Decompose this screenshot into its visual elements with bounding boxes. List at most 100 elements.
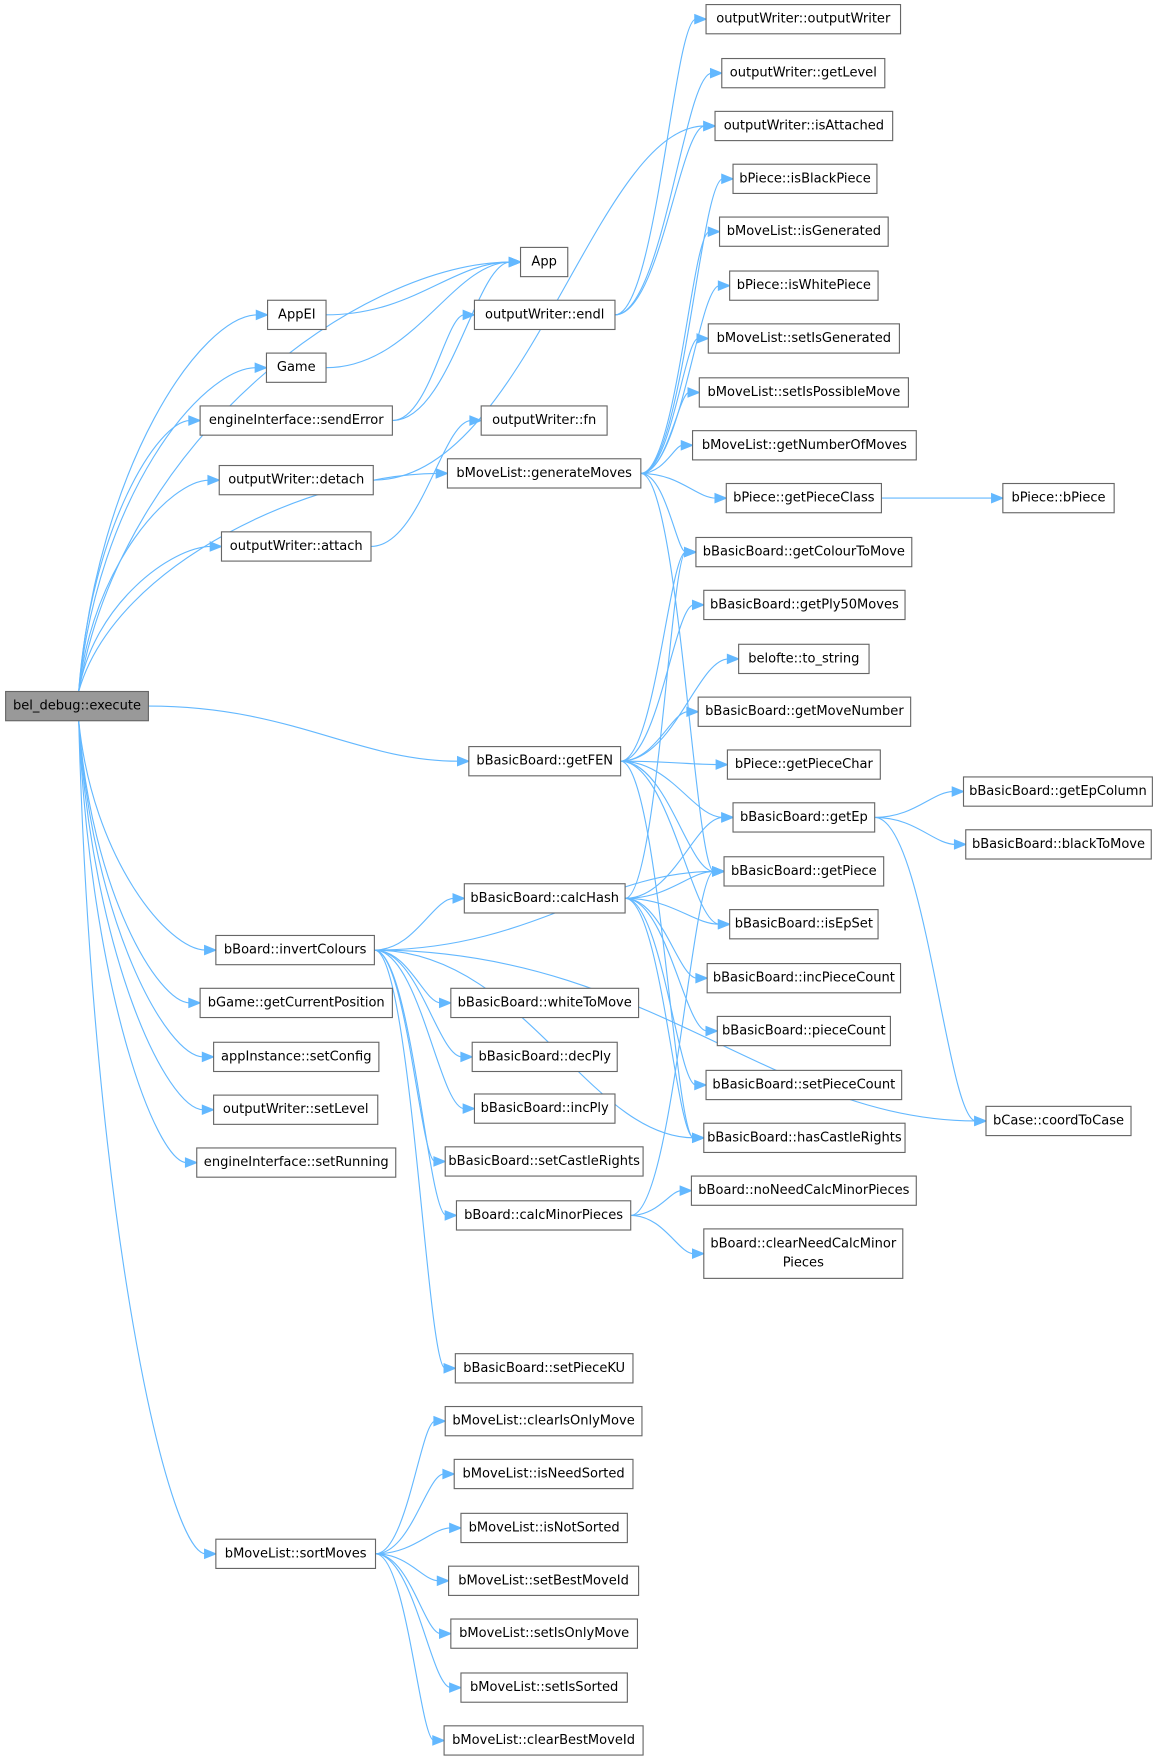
node-get-number-of-moves[interactable]: bMoveList::getNumberOfMoves (691, 430, 917, 461)
node-box (725, 482, 882, 514)
node-sort-moves[interactable]: bMoveList::sortMoves (215, 1538, 377, 1569)
edge-get-fen-to-get-piece (620, 760, 726, 877)
node-app[interactable]: App (519, 246, 569, 278)
edge-sort-moves-to-clear-best-move-id (375, 1553, 446, 1746)
node-b-piece[interactable]: bPiece::bPiece (1002, 482, 1115, 514)
arrowhead-icon (457, 755, 471, 767)
node-execute[interactable]: bel_debug::execute (5, 690, 149, 722)
edge-invert-colours-to-calc-minor-pieces (374, 949, 458, 1221)
node-is-white-piece[interactable]: bPiece::isWhitePiece (729, 270, 879, 301)
edge-line (78, 472, 438, 692)
node-label: outputWriter::getLevel (730, 66, 877, 81)
node-get-current-position[interactable]: bGame::getCurrentPosition (199, 987, 393, 1019)
node-get-piece-char[interactable]: bPiece::getPieceChar (726, 749, 881, 780)
edge-calc-hash-to-is-ep-set (625, 897, 732, 930)
node-clear-best-move-id[interactable]: bMoveList::clearBestMoveId (443, 1725, 644, 1756)
node-generate-moves[interactable]: bMoveList::generateMoves (446, 458, 642, 489)
edge-sort-moves-to-is-not-sorted (375, 1522, 463, 1555)
node-get-colour-to-move[interactable]: bBasicBoard::getColourToMove (695, 536, 913, 568)
node-set-piece-count[interactable]: bBasicBoard::setPieceCount (705, 1069, 903, 1101)
node-piece-count[interactable]: bBasicBoard::pieceCount (716, 1015, 891, 1047)
node-get-ply50-moves[interactable]: bBasicBoard::getPly50Moves (703, 589, 906, 621)
node-get-ep-column[interactable]: bBasicBoard::getEpColumn (962, 776, 1153, 807)
arrowhead-icon (696, 333, 710, 344)
node-is-ep-set[interactable]: bBasicBoard::isEpSet (729, 909, 879, 940)
node-to-string[interactable]: belofte::to_string (738, 643, 870, 675)
node-is-black-piece[interactable]: bPiece::isBlackPiece (732, 163, 878, 195)
node-game[interactable]: Game (265, 352, 327, 383)
node-is-need-sorted[interactable]: bMoveList::isNeedSorted (453, 1458, 634, 1490)
arrowhead-icon (433, 1156, 447, 1167)
node-set-config[interactable]: appInstance::setConfig (213, 1041, 380, 1073)
edge-calc-minor-pieces-to-clear-need-calc-minor-pieces (630, 1214, 706, 1259)
node-is-attached[interactable]: outputWriter::isAttached (714, 110, 894, 142)
node-set-level[interactable]: outputWriter::setLevel (213, 1094, 379, 1125)
edge-line (392, 261, 511, 422)
node-fn[interactable]: outputWriter::fn (480, 405, 608, 436)
edge-calc-hash-to-set-piece-count (625, 897, 708, 1091)
node-get-level[interactable]: outputWriter::getLevel (721, 57, 886, 89)
node-app-ei[interactable]: AppEI (267, 299, 327, 331)
node-label: outputWriter::isAttached (724, 118, 884, 133)
node-no-need-calc-minor-pieces[interactable]: bBoard::noNeedCalcMinorPieces (690, 1175, 917, 1206)
node-calc-hash[interactable]: bBasicBoard::calcHash (463, 883, 626, 914)
node-get-ep[interactable]: bBasicBoard::getEp (732, 802, 876, 833)
node-inc-ply[interactable]: bBasicBoard::incPly (473, 1093, 616, 1124)
node-set-best-move-id[interactable]: bMoveList::setBestMoveId (448, 1565, 640, 1596)
node-set-is-only-move[interactable]: bMoveList::setIsOnlyMove (450, 1618, 639, 1649)
node-set-is-possible-move[interactable]: bMoveList::setIsPossibleMove (698, 377, 909, 408)
arrowhead-icon (254, 362, 268, 374)
node-set-piece-ku[interactable]: bBasicBoard::setPieceKU (454, 1353, 634, 1384)
node-set-castle-rights[interactable]: bBasicBoard::setCastleRights (444, 1146, 644, 1177)
edge-execute-to-sort-moves (78, 720, 218, 1560)
edge-line (78, 419, 191, 692)
edge-attach-to-fn (371, 415, 483, 548)
node-dec-ply[interactable]: bBasicBoard::decPly (471, 1041, 618, 1073)
node-label: bBasicBoard::getEpColumn (969, 784, 1147, 799)
edge-invert-colours-to-calc-hash (374, 893, 466, 951)
node-box (723, 856, 885, 887)
node-invert-colours[interactable]: bBoard::invertColours (215, 934, 375, 966)
node-endl[interactable]: outputWriter::endl (473, 299, 616, 331)
node-white-to-move[interactable]: bBasicBoard::whiteToMove (450, 987, 640, 1019)
edge-invert-colours-to-dec-ply (374, 949, 474, 1063)
node-set-running[interactable]: engineInterface::setRunning (196, 1147, 397, 1178)
edge-line (874, 790, 954, 818)
edge-execute-to-attach (78, 541, 223, 692)
node-set-is-sorted[interactable]: bMoveList::setIsSorted (460, 1672, 628, 1703)
node-output-writer[interactable]: outputWriter::outputWriter (705, 4, 902, 35)
node-clear-is-only-move[interactable]: bMoveList::clearIsOnlyMove (444, 1405, 643, 1437)
node-send-error[interactable]: engineInterface::sendError (199, 405, 393, 436)
node-get-move-number[interactable]: bBasicBoard::getMoveNumber (697, 696, 912, 727)
node-coord-to-case[interactable]: bCase::coordToCase (985, 1105, 1132, 1137)
arrowhead-icon (691, 1248, 706, 1259)
node-set-is-generated[interactable]: bMoveList::setIsGenerated (707, 323, 900, 354)
node-label: bMoveList::setIsGenerated (717, 331, 891, 346)
arrowhead-icon (695, 972, 709, 984)
edge-sort-moves-to-is-need-sorted (375, 1468, 456, 1555)
node-is-generated[interactable]: bMoveList::isGenerated (718, 216, 889, 247)
node-get-fen[interactable]: bBasicBoard::getFEN (468, 746, 622, 777)
node-attach[interactable]: outputWriter::attach (220, 531, 372, 562)
node-box (196, 1147, 397, 1178)
edge-line (620, 551, 687, 762)
node-inc-piece-count[interactable]: bBasicBoard::incPieceCount (706, 963, 902, 994)
edge-line (620, 760, 720, 925)
arrowhead-icon (707, 226, 722, 237)
edge-line (326, 261, 511, 316)
node-is-not-sorted[interactable]: bMoveList::isNotSorted (460, 1512, 628, 1544)
node-get-piece-class[interactable]: bPiece::getPieceClass (725, 482, 882, 514)
node-black-to-move[interactable]: bBasicBoard::blackToMove (965, 829, 1152, 860)
node-has-castle-rights[interactable]: bBasicBoard::hasCastleRights (703, 1122, 906, 1154)
arrowhead-icon (188, 415, 202, 426)
arrowhead-icon (452, 893, 466, 904)
node-label: bBasicBoard::setPieceKU (463, 1361, 625, 1376)
node-detach[interactable]: outputWriter::detach (218, 464, 374, 496)
node-label: Game (277, 360, 316, 375)
node-calc-minor-pieces[interactable]: bBoard::calcMinorPieces (455, 1200, 632, 1231)
arrowhead-icon (726, 653, 741, 665)
node-get-piece[interactable]: bBasicBoard::getPiece (723, 856, 885, 887)
node-box (215, 934, 375, 966)
